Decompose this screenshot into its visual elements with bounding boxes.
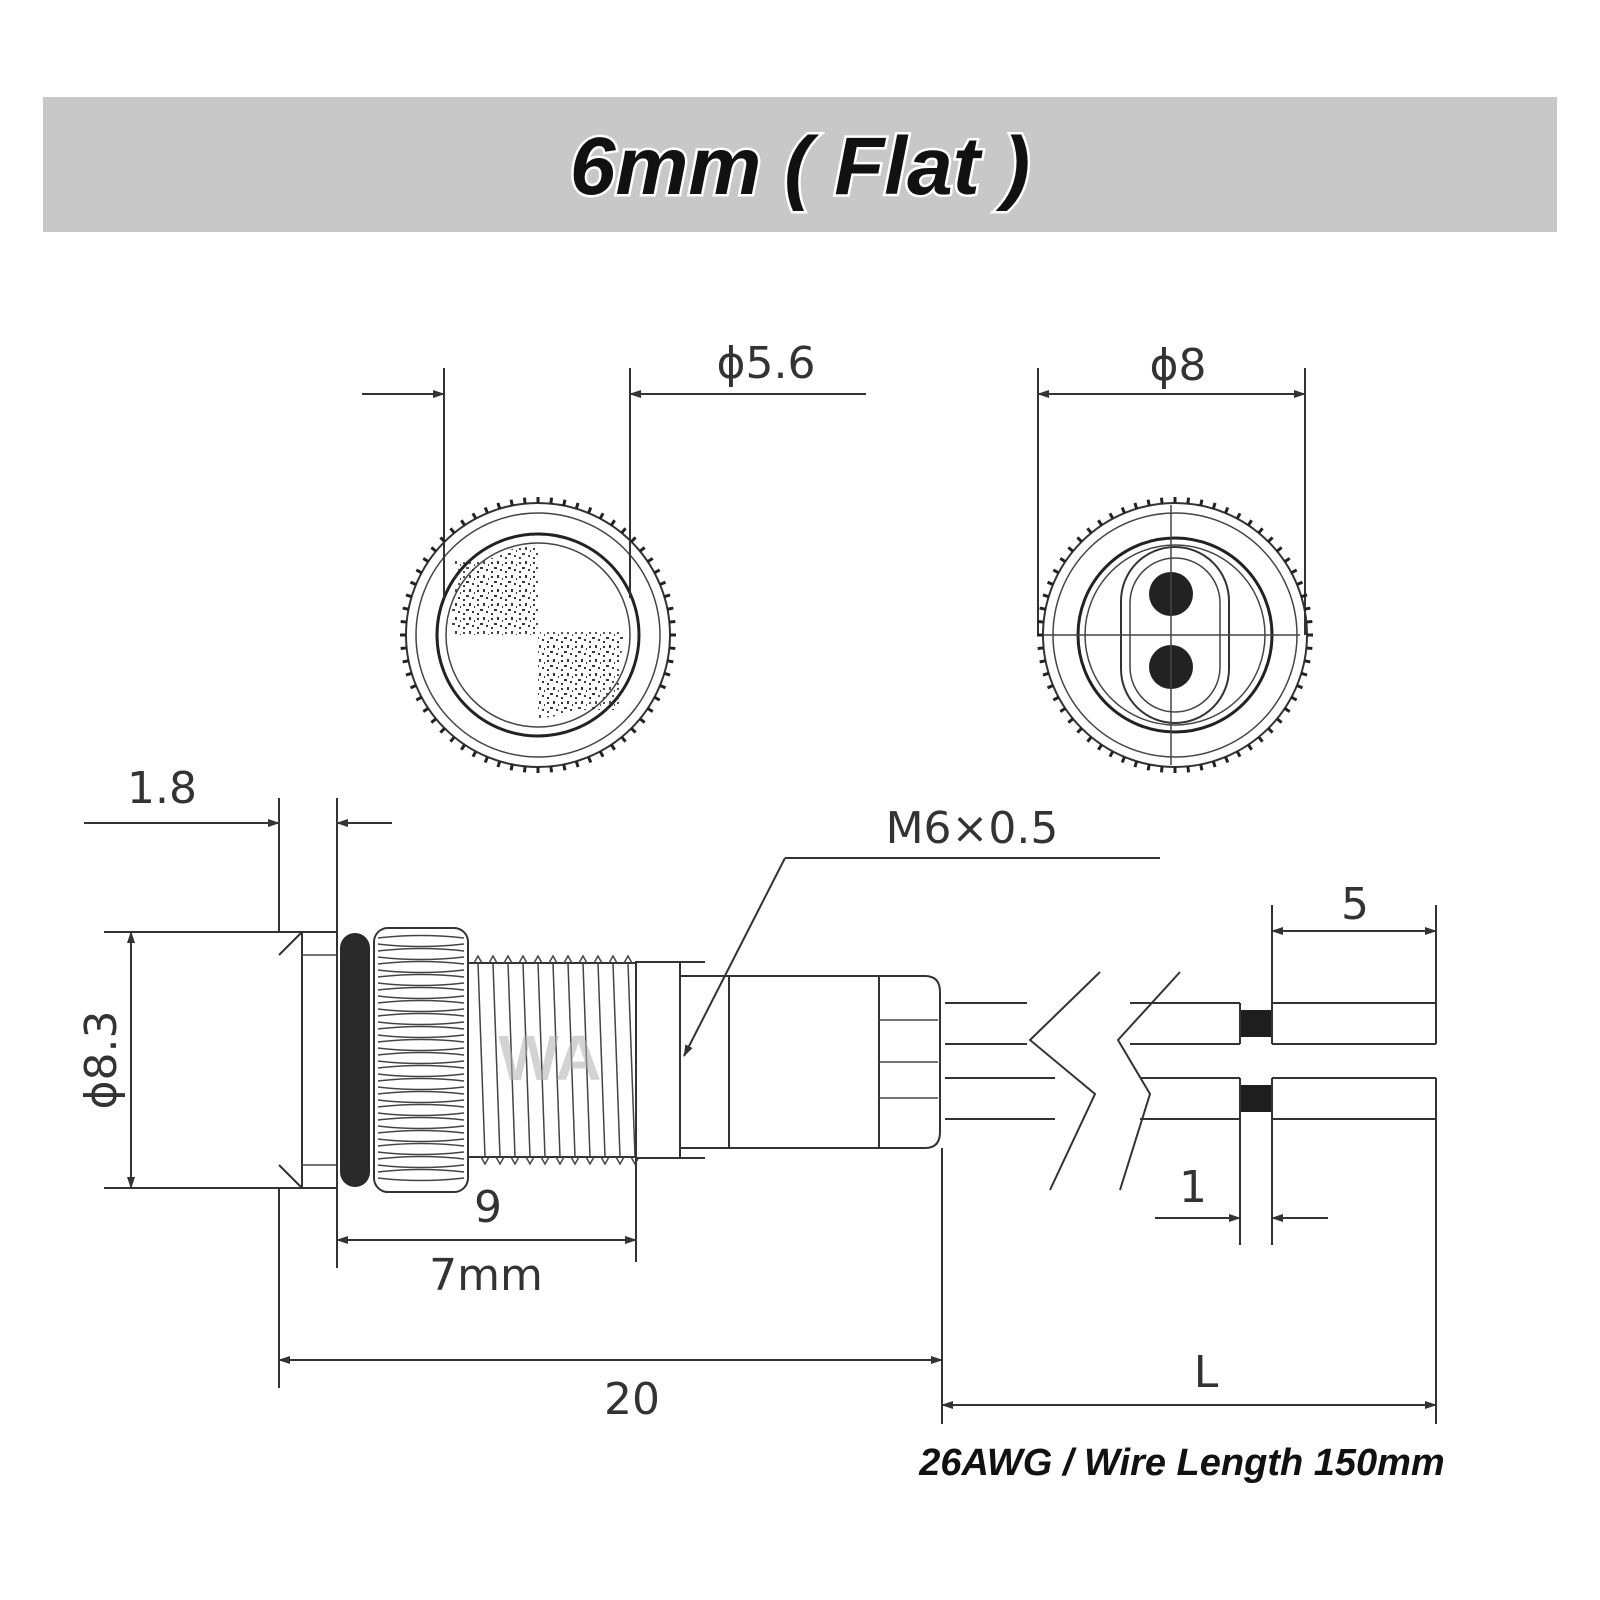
back-outer-diameter-label: ϕ8 [1149, 340, 1206, 391]
dim-wire-length [941, 1119, 1437, 1424]
front-view [362, 368, 866, 768]
wire-length-dim-label: L [1194, 1347, 1219, 1398]
dim-thread-leader [683, 857, 1160, 1057]
knurl-length-label: 9 [474, 1182, 502, 1233]
dim-head-thickness [84, 798, 392, 932]
thread-spec-label: M6×0.5 [886, 803, 1059, 854]
body-length-label: 20 [604, 1374, 660, 1425]
gap-label: 1 [1179, 1162, 1207, 1213]
thread-length-label: 7mm [429, 1250, 543, 1301]
dim-head-diameter [104, 931, 279, 1189]
page-title: 6mm ( Flat ) [570, 121, 1030, 212]
watermark-text: WA [498, 1022, 601, 1094]
back-view [1037, 368, 1308, 768]
dim-body-length [278, 1148, 943, 1424]
side-view: WA [278, 927, 1437, 1193]
knurl-teeth [1037, 497, 1313, 773]
strip-length-label: 5 [1341, 879, 1369, 930]
dim-gap [1155, 1119, 1328, 1245]
title-banner [43, 97, 1557, 232]
head-diameter-label: ϕ8.3 [76, 1011, 127, 1110]
head-thickness-label: 1.8 [127, 763, 197, 814]
wire-spec-note: 26AWG / Wire Length 150mm [918, 1442, 1444, 1484]
knurl-teeth [400, 497, 676, 773]
front-inner-diameter-label: ϕ5.6 [717, 338, 816, 389]
dim-strip-length [1271, 905, 1437, 1003]
dim-thread-length [336, 1158, 637, 1268]
